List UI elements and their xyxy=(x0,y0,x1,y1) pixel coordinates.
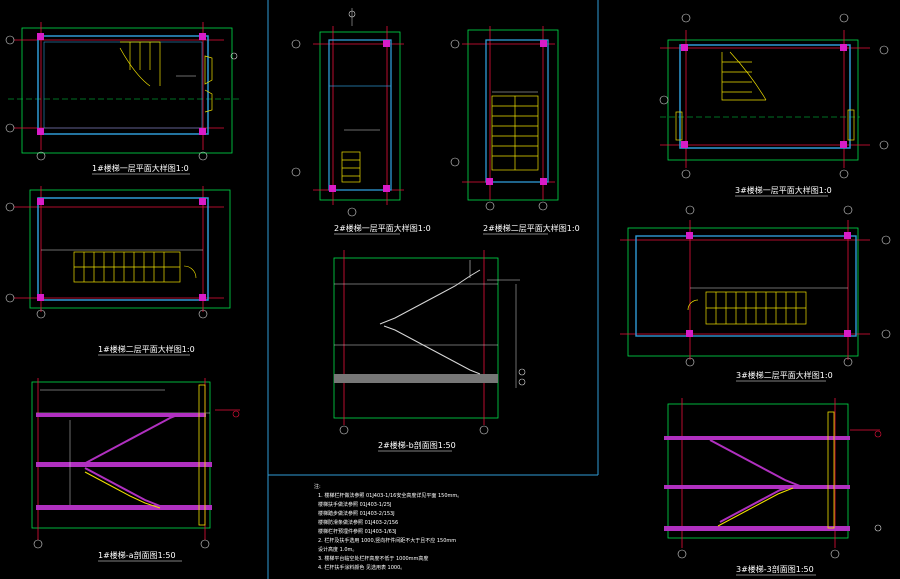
stair1-section xyxy=(31,378,240,549)
note-line: 4. 栏杆扶手涂料颜色 见选用表 1000。 xyxy=(318,564,405,571)
stair3-section xyxy=(664,398,882,559)
title-stair3-section: 3#楼梯-3剖面图1:50 xyxy=(736,564,814,574)
note-line: 楼梯扶手做法参照 01J403-1/25J xyxy=(318,501,391,508)
title-stair2-floor1-plan: 2#楼梯一层平面大样图1:0 xyxy=(334,223,431,233)
notes-heading: 注: xyxy=(314,483,321,490)
note-line: 3. 楼梯平台临空处栏杆高度不低于 1000mm高度 xyxy=(318,555,428,562)
note-line: 楼梯栏杆预埋件参照 01J403-1/63J xyxy=(318,528,396,535)
title-stair2-floor2-plan: 2#楼梯二层平面大样图1:0 xyxy=(483,223,580,233)
notes-block: 注: 1. 楼梯栏杆做法参照 01J403-1/16安全高度详见平面 150mm… xyxy=(314,483,462,571)
note-line: 2. 栏杆及扶手选用 1000,竖向杆件间距不大于且不应 150mm xyxy=(318,537,456,544)
sheet-dividers xyxy=(267,0,599,579)
stair2-floor1-plan xyxy=(291,8,404,217)
note-line: 1. 楼梯栏杆做法参照 01J403-1/16安全高度详见平面 150mm。 xyxy=(318,492,462,499)
title-stair3-floor2-plan: 3#楼梯二层平面大样图1:0 xyxy=(736,370,833,380)
title-stair1-section: 1#楼梯-a剖面图1:50 xyxy=(98,550,176,560)
title-stair1-floor1-plan: 1#楼梯一层平面大样图1:0 xyxy=(92,163,189,173)
note-line: 楼梯防滑条做法参照 01J403-2/156 xyxy=(318,519,398,526)
stair1-floor1-plan xyxy=(5,22,240,161)
title-stair2-section: 2#楼梯-b剖面图1:50 xyxy=(378,440,456,450)
note-line: 楼梯踏步做法参照 01J403-2/153J xyxy=(318,510,395,517)
title-stair3-floor1-plan: 3#楼梯一层平面大样图1:0 xyxy=(735,185,832,195)
stair3-floor1-plan xyxy=(659,13,889,179)
stair2-section xyxy=(333,250,526,435)
note-line: 设计高度 1.0m。 xyxy=(318,546,357,553)
stair1-floor2-plan xyxy=(5,186,231,319)
title-stair1-floor2-plan: 1#楼梯二层平面大样图1:0 xyxy=(98,344,195,354)
stair3-floor2-plan xyxy=(620,205,891,367)
stair2-floor2-plan xyxy=(450,26,559,211)
